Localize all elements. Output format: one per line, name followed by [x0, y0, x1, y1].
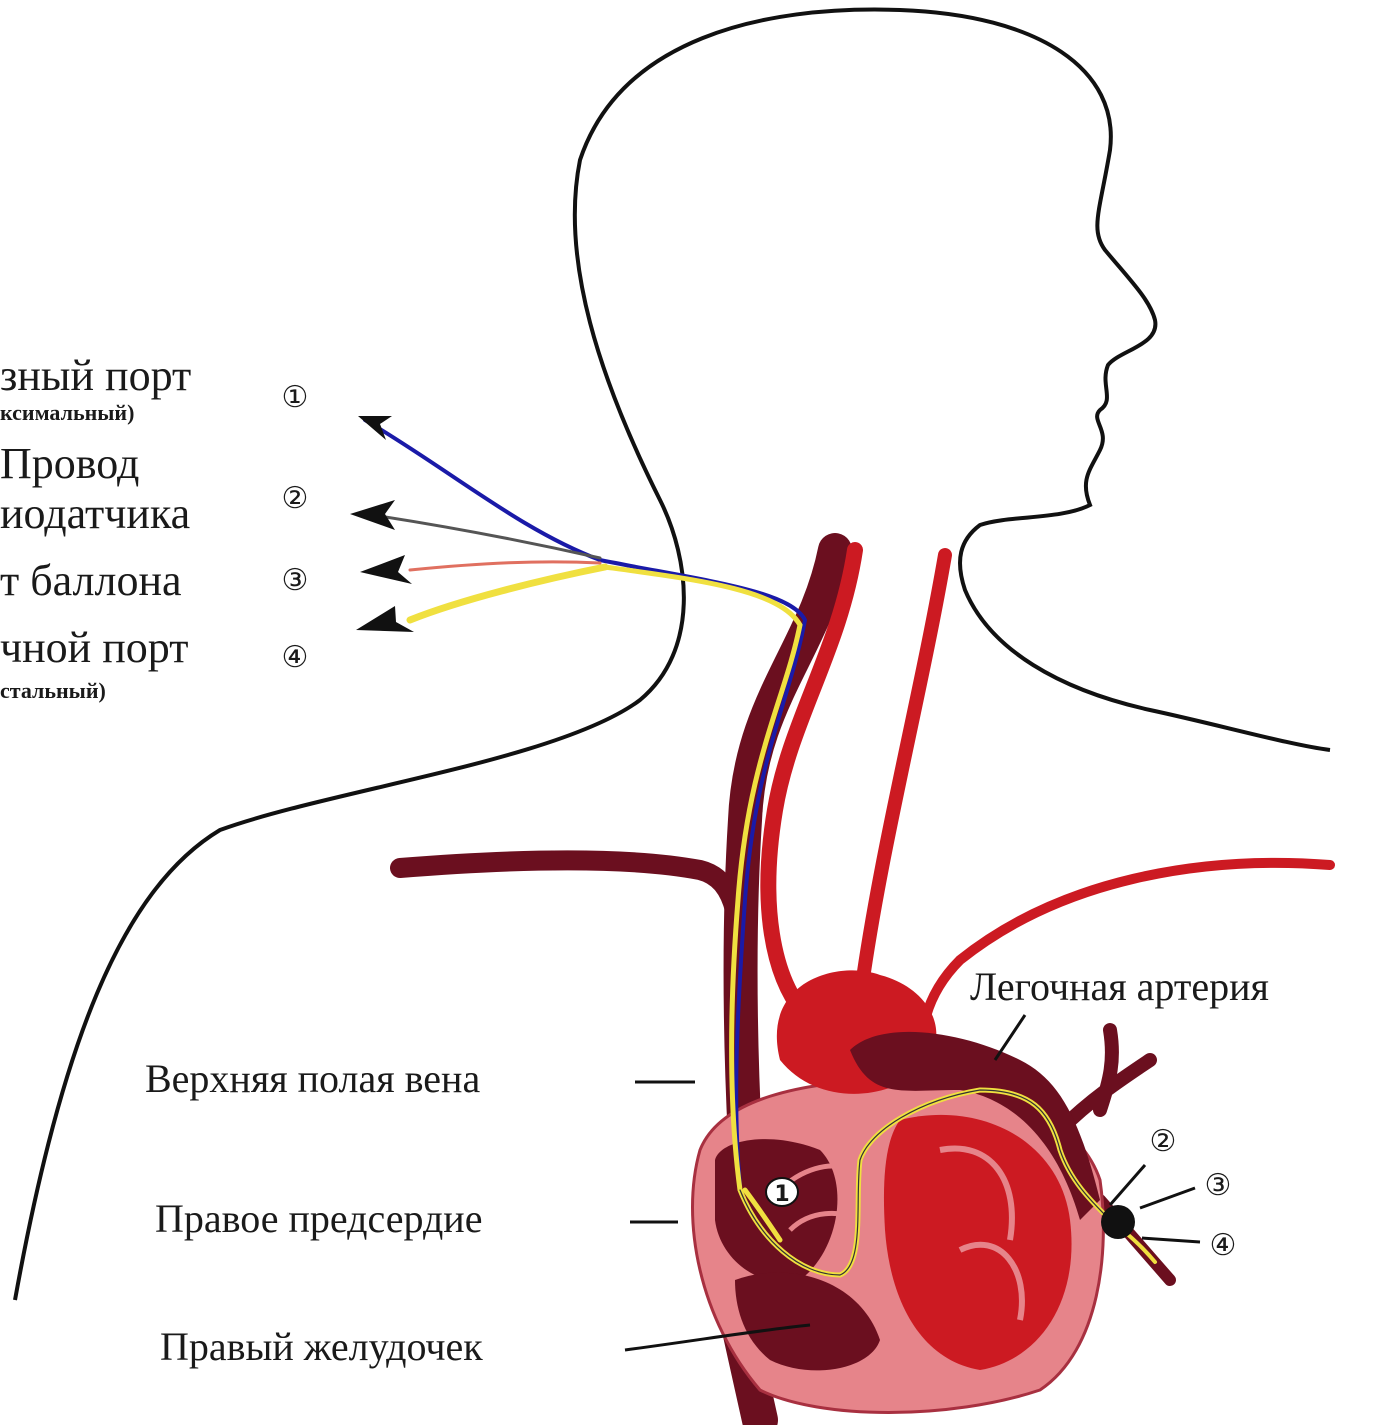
- port-1-label: зный порт: [0, 351, 191, 400]
- tip-marker-2: ②: [1150, 1124, 1177, 1159]
- arrow-distal: [356, 606, 414, 632]
- arrow-balloon: [360, 555, 412, 584]
- atrium-marker-number: 1: [774, 1182, 789, 1207]
- arrow-proximal: [358, 416, 392, 440]
- leader-pulmonary-artery: [995, 1015, 1025, 1060]
- head-body-outline: [15, 10, 1330, 1300]
- label-pulmonary-artery: Легочная артерия: [970, 964, 1269, 1009]
- label-right-atrium: Правое предсердие: [155, 1196, 482, 1241]
- catheter-line-distal-ext: [410, 567, 605, 620]
- catheter-line-thermistor: [360, 513, 600, 558]
- label-superior-vena-cava: Верхняя полая вена: [145, 1056, 480, 1101]
- port-4-sublabel: стальный): [0, 678, 106, 703]
- port-3-label: т баллона: [0, 556, 182, 605]
- port-2-label: Провод: [0, 439, 139, 488]
- port-2-sublabel: иодатчика: [0, 489, 190, 538]
- port-1-sublabel: ксимальный): [0, 400, 134, 425]
- port-2-number: ②: [282, 481, 309, 516]
- port-4-label: чной порт: [0, 623, 188, 672]
- tip-marker-3: ③: [1205, 1168, 1232, 1203]
- port-4-number: ④: [282, 640, 309, 675]
- balloon-tip: [1101, 1205, 1135, 1239]
- atrium-port-marker: 1: [766, 1178, 798, 1207]
- port-3-number: ③: [282, 563, 309, 598]
- label-right-ventricle: Правый желудочек: [160, 1324, 483, 1369]
- port-arrows: [350, 416, 414, 632]
- tip-callout-line-2: [1110, 1165, 1145, 1205]
- port-1-number: ①: [282, 380, 309, 415]
- tip-marker-4: ④: [1210, 1228, 1237, 1263]
- left-brachiocephalic-vein: [400, 860, 735, 910]
- tip-callout-line-4: [1142, 1238, 1200, 1242]
- tip-callout-line-3: [1140, 1188, 1195, 1208]
- pulmonary-branch-upper: [1060, 1030, 1150, 1130]
- carotid-artery-left: [860, 555, 945, 1000]
- arrow-thermistor: [350, 500, 395, 530]
- catheter-line-balloon: [410, 562, 600, 570]
